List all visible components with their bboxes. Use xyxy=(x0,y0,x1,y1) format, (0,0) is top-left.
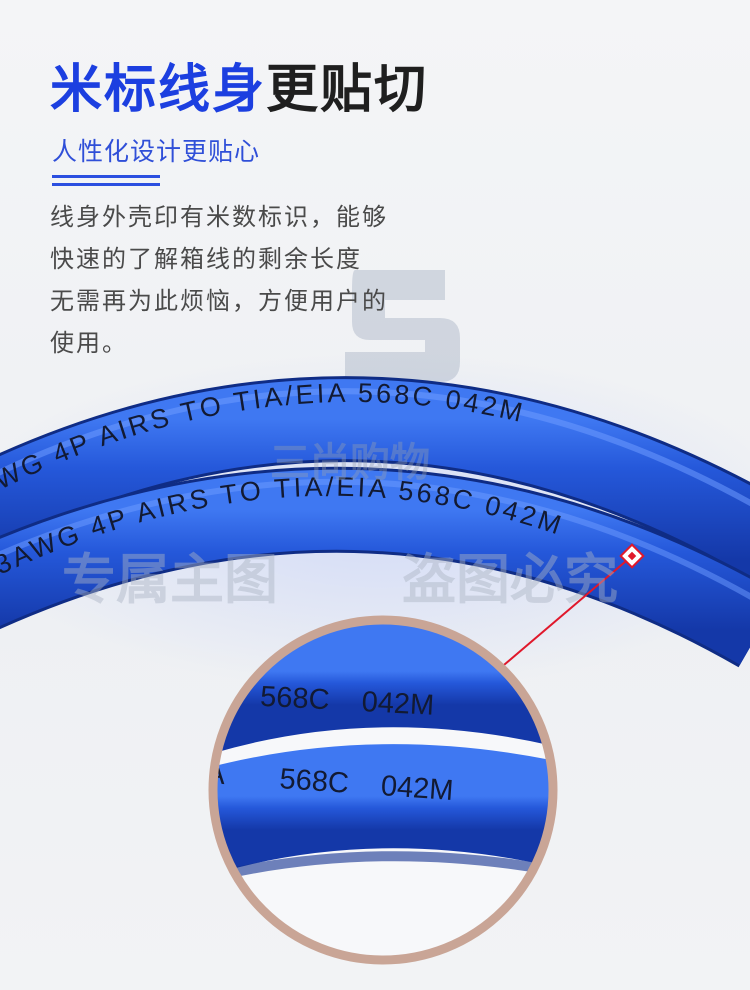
inner-cable: 3AWG 4P AIRS TO TIA/EIA 568C 042M xyxy=(0,466,750,668)
magnifier-lens: 568C 042M A 568C 042M xyxy=(208,615,558,965)
subtitle: 人性化设计更贴心 xyxy=(52,137,261,166)
description: 线身外壳印有米数标识，能够 快速的了解箱线的剩余长度 无需再为此烦恼，方便用户的… xyxy=(50,196,450,364)
watermark-left: 专属主图 xyxy=(62,548,278,611)
description-line: 使用。 xyxy=(50,329,128,357)
page-title: 米标线身更贴切 xyxy=(50,60,429,120)
title-highlight: 米标线身 xyxy=(50,60,267,120)
subtitle-underline-1 xyxy=(52,175,160,178)
description-line: 快速的了解箱线的剩余长度 xyxy=(50,245,362,273)
watermark-right: 盗图必究 xyxy=(402,548,618,611)
subtitle-underline-2 xyxy=(52,183,160,186)
title-rest: 更贴切 xyxy=(266,60,429,120)
description-line: 线身外壳印有米数标识，能够 xyxy=(50,203,388,231)
watermark-top: 三尚购物 xyxy=(270,440,430,486)
description-line: 无需再为此烦恼，方便用户的 xyxy=(50,287,388,315)
